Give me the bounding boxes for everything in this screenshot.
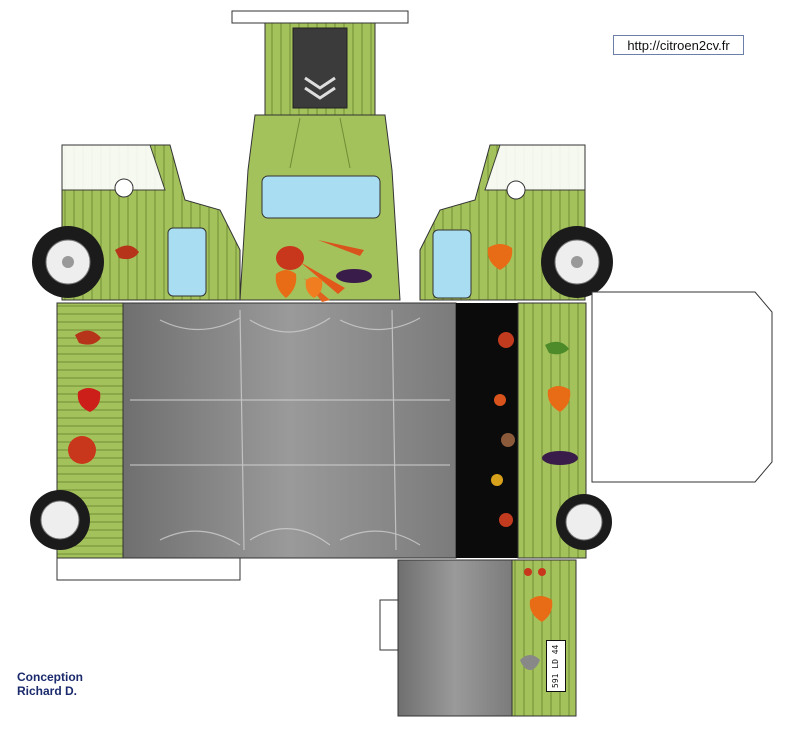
credit-line-2: Richard D. [17,684,78,698]
pepper-icon [77,388,101,412]
eggplant-icon [336,269,372,283]
chili-icon [545,341,569,355]
pepper-icon [275,270,297,298]
right-door-window [432,229,472,299]
pepper-icon [547,386,571,412]
rear-tarp [397,559,513,717]
left-door-window [167,227,207,297]
tomato-icon [68,436,96,464]
carrot-icon [318,240,364,256]
garlic-icon [520,655,540,670]
pepper-icon [529,596,553,622]
taillight-icon [538,568,546,576]
credit-block: Conception Richard D. [17,670,83,698]
tomato-icon [276,246,304,270]
grille-icon [292,27,348,109]
website-url[interactable]: http://citroen2cv.fr [613,35,744,55]
credit-line-1: Conception [17,670,83,684]
right-glue-flap [591,291,773,483]
headlight-icon [506,180,526,200]
wheel-icon [32,226,104,298]
wheel-icon [30,490,90,550]
cargo-vegetables [491,332,515,527]
rear-door-panel [511,559,577,717]
chevron-logo-icon [304,76,336,100]
windshield [261,175,381,219]
wheel-icon [556,494,612,550]
chili-icon [115,245,139,260]
chili-icon [75,330,101,345]
carrot-icon [300,262,345,294]
wheel-icon [541,226,613,298]
vegetable-pile [275,240,372,302]
headlight-icon [114,178,134,198]
eggplant-icon [542,451,578,465]
license-plate: 591 LD 44 [546,640,566,692]
pepper-icon [305,277,323,298]
top-glue-tab [231,10,409,24]
pepper-icon [487,244,513,270]
taillight-icon [524,568,532,576]
tarp-roof [122,302,457,559]
bottom-glue-tab [56,557,241,581]
